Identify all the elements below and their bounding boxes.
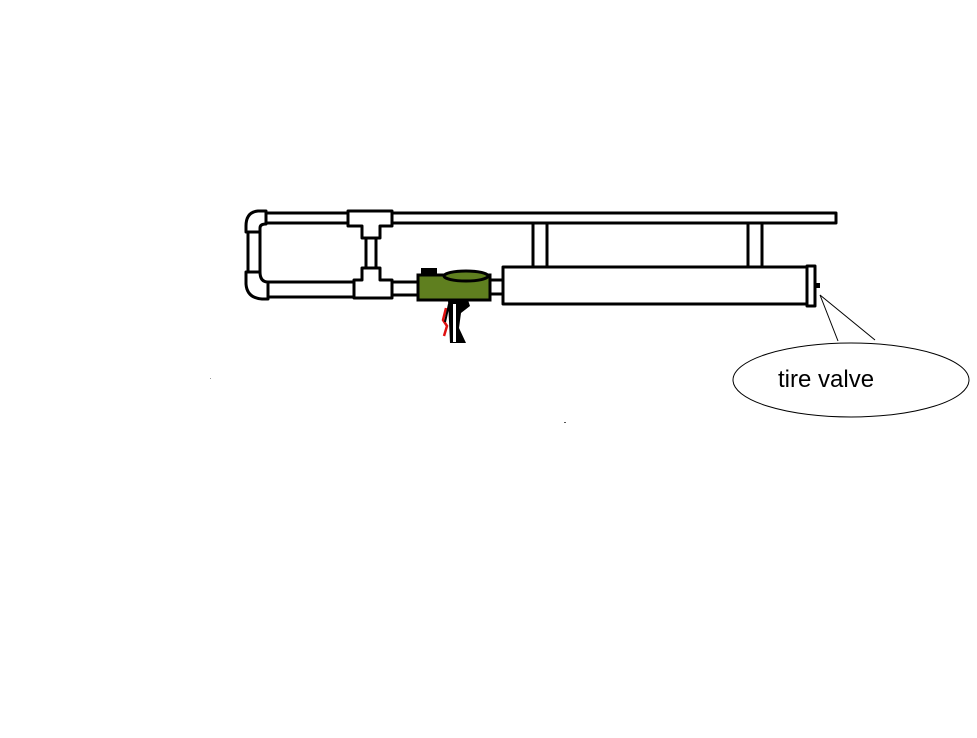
callout-bubble <box>732 342 970 418</box>
loop-top-pipe <box>264 211 352 225</box>
callout-leader-2 <box>819 294 876 341</box>
barrel-pipe <box>388 211 838 225</box>
trigger-lever <box>444 303 450 323</box>
valve-knob-icon <box>421 268 437 276</box>
trigger-valve <box>416 268 492 343</box>
trigger-spring-icon <box>441 307 449 337</box>
callout-leader-1 <box>819 294 839 342</box>
stray-dot <box>564 422 566 423</box>
elbow-top-left <box>244 209 268 234</box>
valve-handle <box>448 300 470 343</box>
stray-dot <box>210 378 211 379</box>
loop-bottom-pipe <box>264 280 358 299</box>
support-right <box>746 221 764 270</box>
loop-left-pipe <box>246 228 262 277</box>
tee-connector-pipe <box>364 236 378 270</box>
support-left <box>531 221 549 270</box>
valve-top-dome <box>442 269 490 283</box>
elbow-bottom-left <box>244 270 270 301</box>
tire-valve-stem <box>815 283 820 288</box>
handle-highlight <box>453 304 456 342</box>
tee-top <box>346 209 394 240</box>
valve-inlet-pipe <box>390 280 420 297</box>
callout-label: tire valve <box>778 366 875 393</box>
end-cap <box>805 264 817 308</box>
tee-bottom <box>352 266 394 300</box>
pressure-chamber <box>501 265 810 306</box>
